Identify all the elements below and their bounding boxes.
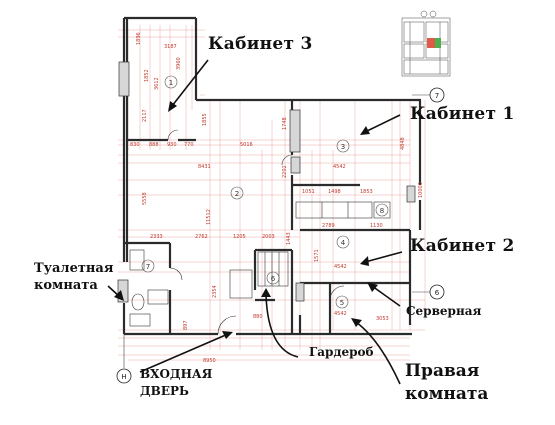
walls <box>122 16 422 336</box>
label-server-room: Серверная <box>406 304 482 318</box>
dimension-text: 4542 <box>333 164 346 170</box>
dimension-text: 2117 <box>142 109 148 122</box>
dimension-text: 2202 <box>282 165 288 178</box>
room-number-3: 3 <box>341 143 345 151</box>
room-number-2: 2 <box>235 190 239 198</box>
dimension-text: 3187 <box>164 44 177 50</box>
dimension-text: 1051 <box>302 189 315 195</box>
label-right-room-line2: комната <box>405 384 489 404</box>
dimension-text: 3053 <box>376 316 389 322</box>
dimension-text: 880 <box>253 314 263 320</box>
dimension-text: 1130 <box>370 223 383 229</box>
dimension-text: 770 <box>184 142 194 148</box>
label-toilet-line1: Туалетная <box>34 261 114 276</box>
dimension-text: 888 <box>149 142 159 148</box>
dimension-text: 4542 <box>334 311 347 317</box>
dimension-text: 2003 <box>262 234 275 240</box>
axis-marker-7: 7 <box>435 92 439 100</box>
dimension-text: 2789 <box>322 223 335 229</box>
dimension-text: 2354 <box>212 285 218 298</box>
room-number-4: 4 <box>341 239 346 247</box>
label-cabinet-1: Кабинет 1 <box>410 104 515 124</box>
label-entrance-line1: ВХОДНАЯ <box>140 367 213 381</box>
dimension-text: 1855 <box>202 113 208 126</box>
axis-markers: 7 6 H <box>116 87 445 384</box>
dimension-text: 1896 <box>136 32 142 45</box>
room-number-markers: 1 2 3 4 5 6 7 8 <box>141 75 389 309</box>
dimension-text: 1748 <box>282 117 288 130</box>
dimension-text: 1443 <box>286 232 292 245</box>
room-number-7: 7 <box>146 263 150 271</box>
dimension-text: 1853 <box>360 189 373 195</box>
dimension-text: 5016 <box>240 142 253 148</box>
room-number-1: 1 <box>169 79 173 87</box>
dimension-text: 4848 <box>400 137 406 150</box>
dimension-text: 2762 <box>195 234 208 240</box>
dimension-text: 1498 <box>328 189 341 195</box>
dimension-text: 10000 <box>418 182 424 198</box>
annotation-arrows <box>107 59 403 385</box>
dimension-labels: 1896 3187 3960 3612 1852 2117 830 888 93… <box>130 32 424 364</box>
dimension-text: 11512 <box>206 209 212 225</box>
dimension-text: 1571 <box>314 249 320 262</box>
label-entrance-line2: ДВЕРЬ <box>140 384 189 398</box>
dimension-text: 4542 <box>334 264 347 270</box>
room-number-6: 6 <box>271 275 276 283</box>
room-number-5: 5 <box>340 299 344 307</box>
label-cabinet-3: Кабинет 3 <box>208 34 313 54</box>
dimension-text: 8950 <box>203 358 216 364</box>
dimension-text: 2333 <box>150 234 163 240</box>
dimension-text: 1205 <box>233 234 246 240</box>
room-number-8: 8 <box>380 207 384 215</box>
arrowheads <box>114 101 378 339</box>
label-wardrobe: Гардероб <box>309 345 374 359</box>
dimension-text: 8431 <box>198 164 211 170</box>
windows <box>117 61 416 303</box>
label-cabinet-2: Кабинет 2 <box>410 236 515 256</box>
dimension-text: 930 <box>167 142 177 148</box>
label-right-room-line1: Правая <box>405 361 480 381</box>
label-toilet-line2: комната <box>34 278 98 293</box>
dimension-text: 3960 <box>176 57 182 70</box>
key-plan-thumbnail <box>401 10 451 77</box>
dimension-grid <box>118 25 426 361</box>
axis-marker-h: H <box>121 373 126 381</box>
axis-marker-6: 6 <box>435 289 440 297</box>
dimension-text: 5558 <box>142 192 148 205</box>
fixtures <box>129 129 391 335</box>
dimension-text: 897 <box>183 320 189 330</box>
dimension-text: 830 <box>130 142 140 148</box>
dimension-text: 1852 <box>144 69 150 82</box>
dimension-text: 3612 <box>154 77 160 90</box>
